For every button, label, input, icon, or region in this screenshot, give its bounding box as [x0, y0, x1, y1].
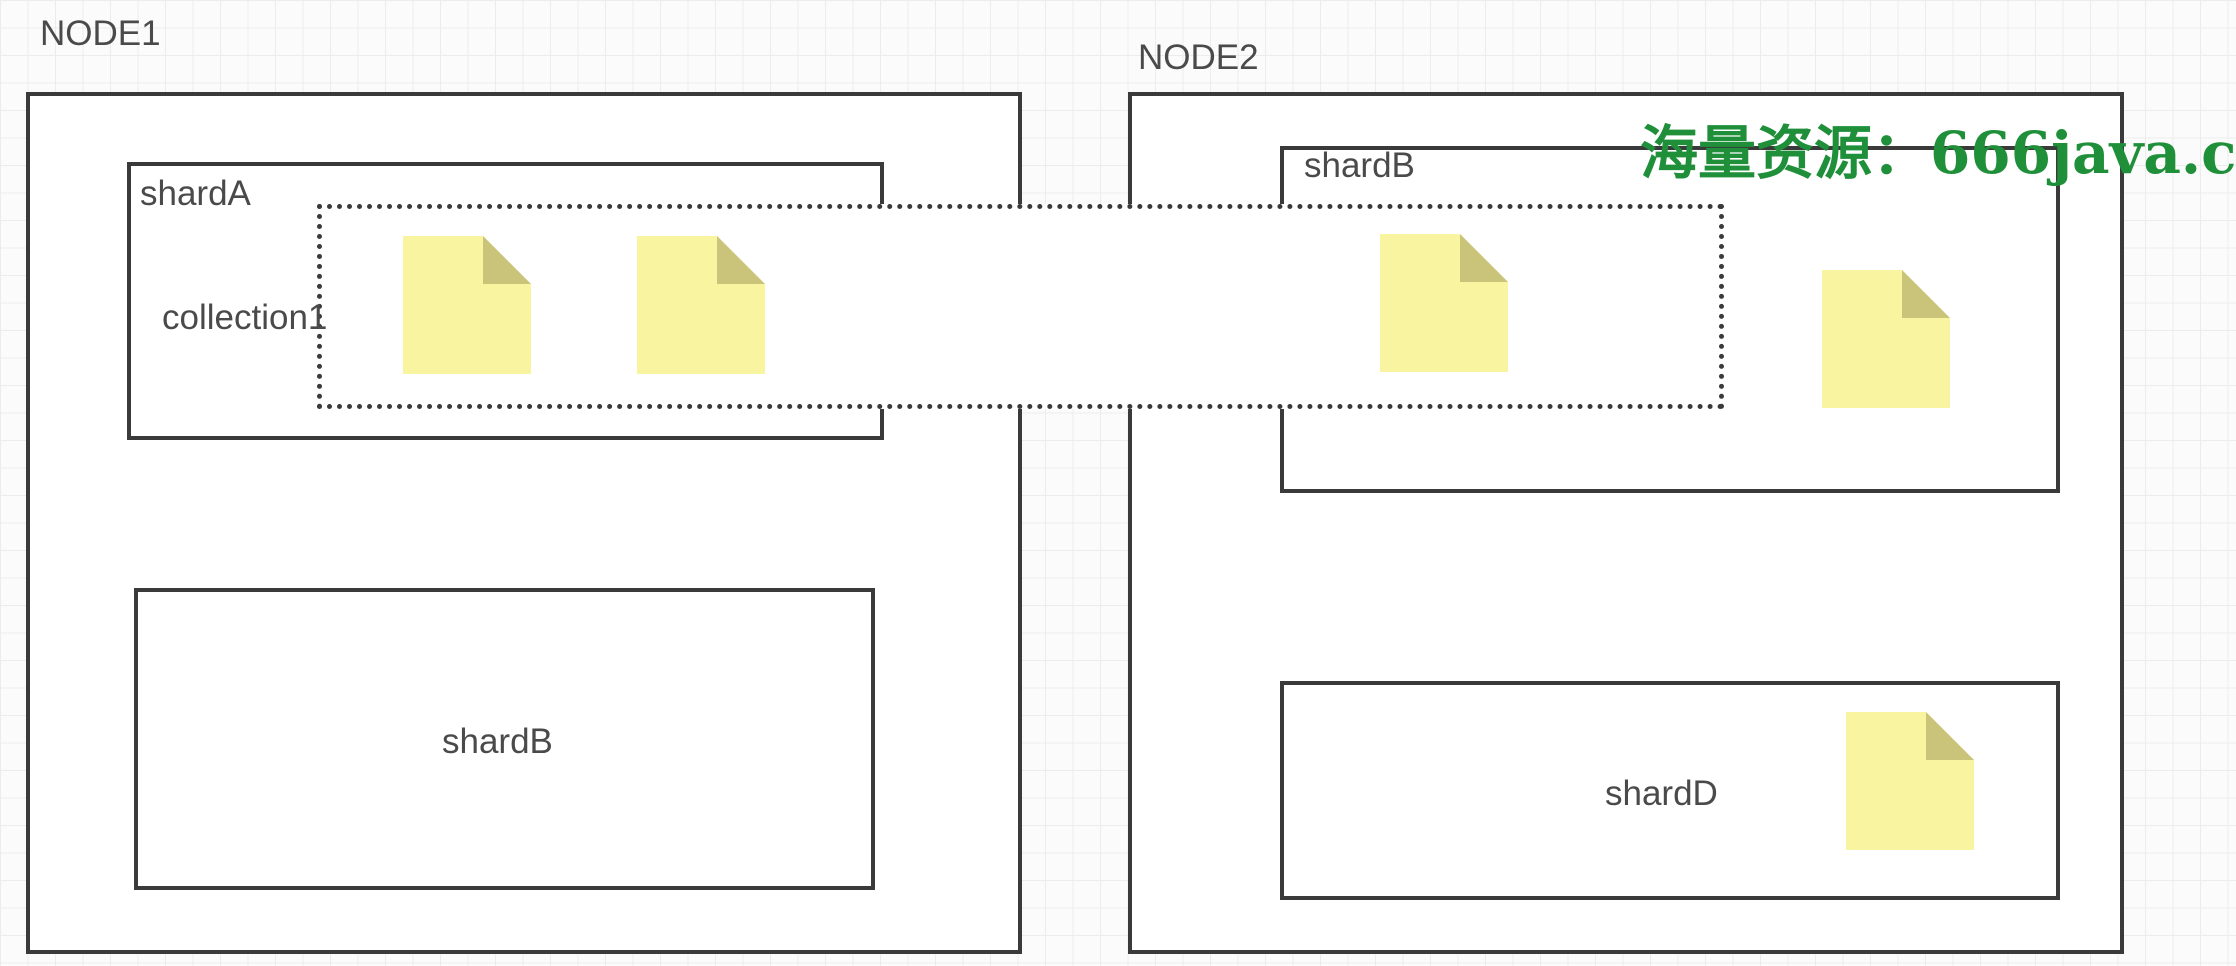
document-icon [403, 236, 531, 374]
node2-shard-b-label: shardB [1304, 146, 1415, 185]
node2-shard-d-label: shardD [1605, 774, 1718, 813]
node1-shard-b-box [134, 588, 875, 890]
node1-title: NODE1 [40, 14, 161, 53]
node2-title: NODE2 [1138, 38, 1259, 77]
collection1-label: collection1 [162, 298, 328, 337]
document-icon [1846, 712, 1974, 850]
watermark: 海量资源：666java.c [1640, 119, 2236, 187]
node1-shard-b-label: shardB [442, 722, 553, 761]
node1-shard-a-label: shardA [140, 174, 251, 213]
document-icon [637, 236, 765, 374]
document-icon [1822, 270, 1950, 408]
document-icon [1380, 234, 1508, 372]
